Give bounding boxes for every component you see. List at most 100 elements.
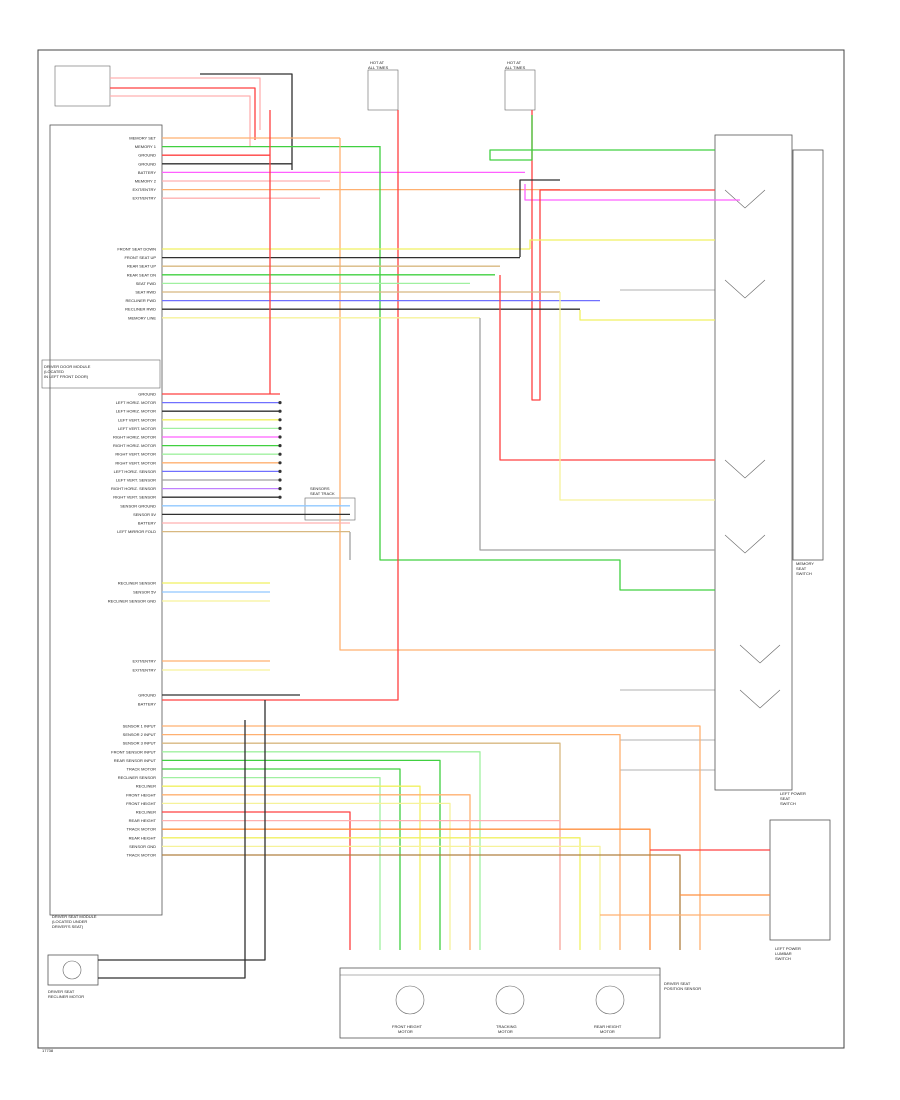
pin-label-group3-0: GROUND [138,392,156,397]
pin-dot-g3-3 [278,418,282,422]
diagram-frame [37,49,845,1049]
memory-seat-switch-box [792,149,824,561]
pin-label-group1-6: EXIT/ENTRY [133,187,157,192]
pin-dot-g3-9 [278,469,282,473]
left-power-seat-switch-label-0: LEFT POWER [780,791,806,796]
pin-label-group1-0: MEMORY SET [129,136,156,141]
pin-label-group6-1: BATTERY [138,702,156,707]
driver-door-module-label-2: IN LEFT FRONT DOOR) [44,374,89,379]
seat-track-sensors-label-1: SENSORS [310,486,330,491]
pin-label-group7-7: RECLINER [136,784,156,789]
top-left-switch-box [54,65,111,107]
driver-seat-module-label-0: DRIVER SEAT MODULE [52,914,97,919]
pin-label-group7-12: TRACK MOTOR [127,827,157,832]
pin-label-group4-1: SENSOR 5V [133,590,156,595]
front-height-motor-symbol [395,985,425,1015]
wire-g1-magenta-right [524,184,740,201]
wire-g2-right-5 [579,310,715,321]
pin-label-group3-2: LEFT HORIZ. MOTOR [116,409,156,414]
tracking-motor-label-1: MOTOR [498,1029,513,1034]
driver-door-module-box [41,359,161,389]
pin-dot-g3-11 [278,487,282,491]
driver-seat-module-label-1: (LOCATED UNDER [52,919,87,924]
left-power-seat-switch-label-2: SWITCH [780,801,796,806]
pin-label-group2-7: RECLINER RWD [125,307,156,312]
pin-label-group1-5: MEMORY 2 [135,179,157,184]
wire-g7-10 [162,811,351,950]
pin-label-group3-15: BATTERY [138,521,156,526]
wire-recliner-2 [98,720,246,979]
footer-code: 17738 [42,1048,54,1053]
pin-label-group5-1: EXIT/ENTRY [133,668,157,673]
pin-label-group1-1: MEMORY 1 [135,144,157,149]
wire-g7-4 [162,759,441,950]
pin-label-group2-2: REAR SEAT UP [127,264,156,269]
pin-label-group1-2: GROUND [138,153,156,158]
wire-g7-14 [162,845,601,950]
pin-label-group3-11: RIGHT HORIZ. SENSOR [111,486,156,491]
pin-label-group3-3: LEFT VERT. MOTOR [118,417,156,422]
pin-label-group3-10: LEFT VERT. SENSOR [116,478,156,483]
wire-g7-13 [162,837,581,950]
tracking-motor-symbol [495,985,525,1015]
pin-label-group4-2: RECLINER SENSOR GND [108,599,156,604]
switch-contact-0 [724,189,766,209]
driver-seat-module-box [49,124,163,916]
pin-dot-g3-2 [278,409,282,413]
right-switch-region [714,134,793,791]
front-height-motor-label-0: FRONT HEIGHT [392,1024,422,1029]
driver-seat-module-label-2: DRIVER'S SEAT) [52,924,84,929]
wire-g7-5 [162,768,401,950]
rear-height-motor-label-1: MOTOR [600,1029,615,1034]
pin-label-group7-11: REAR HEIGHT [129,818,157,823]
pin-label-group3-13: SENSOR GROUND [120,503,156,508]
left-power-seat-switch-label-1: SEAT [780,796,791,801]
pin-labels: MEMORY SET MEMORY 1 GROUND GROUND BATTERY MEM… [108,136,157,858]
rear-height-motor-symbol [595,985,625,1015]
top-fuse-box-1 [367,69,399,111]
lumbar-switch-box [769,819,831,941]
memory-seat-switch-label-1: SEAT [796,566,807,571]
recliner-motor-symbol [62,960,82,980]
recliner-motor-label-1: RECLINER MOTOR [48,994,84,999]
pin-label-group2-5: SEAT RWD [135,290,156,295]
wire-g2-right-2 [519,179,560,257]
pin-label-group7-14: SENSOR GND [129,844,156,849]
switch-contact-2 [724,459,766,479]
hot-at-all-times-2-label-1: ALL TIMES [505,65,526,70]
pin-label-group3-4: LEFT VERT. MOTOR [118,426,156,431]
wire-g2-right-6 [479,318,715,551]
wire-g7-15 [162,854,681,950]
pin-dot-g3-1 [278,401,282,405]
wire-g2-right-1 [529,239,715,249]
recliner-motor-label-0: DRIVER SEAT [48,989,75,994]
seat-track-sensors-label-0: SEAT TRACK [310,491,335,496]
wire-g1-long-orange [339,138,715,651]
memory-seat-switch-label-0: MEMORY [796,561,814,566]
wire-top-3 [110,95,251,146]
top-fuse-box-2 [504,69,536,111]
wire-g7-7 [162,785,421,950]
switch-contact-5 [739,689,781,709]
pin-label-group6-0: GROUND [138,693,156,698]
pin-label-group7-15: TRACK MOTOR [127,853,157,858]
switch-contact-1 [724,279,766,299]
pin-label-group2-4: SEAT FWD [136,281,156,286]
pin-label-group7-8: FRONT HEIGHT [126,792,156,797]
pin-label-group7-4: REAR SENSOR INPUT [114,758,157,763]
pin-label-group2-8: MEMORY LINE [128,315,156,320]
rear-height-motor-label-0: REAR HEIGHT [594,1024,622,1029]
pin-label-group3-7: RIGHT VERT. MOTOR [115,452,156,457]
tracking-motor-label-0: TRACKING [496,1024,517,1029]
position-sensor-label-0: DRIVER SEAT [664,981,691,986]
pin-label-group3-5: RIGHT HORIZ. MOTOR [113,435,156,440]
pin-label-group2-1: FRONT SEAT UP [124,255,156,260]
wire-g7-9 [162,802,451,950]
hot-at-all-times-1-label-0: HOT AT [370,60,385,65]
wire-fuse-red [162,110,399,701]
pin-dot-g3-12 [278,495,282,499]
pin-label-group3-1: LEFT HORIZ. MOTOR [116,400,156,405]
wire-g7-8 [162,794,471,950]
wire-g7-1 [162,733,621,950]
